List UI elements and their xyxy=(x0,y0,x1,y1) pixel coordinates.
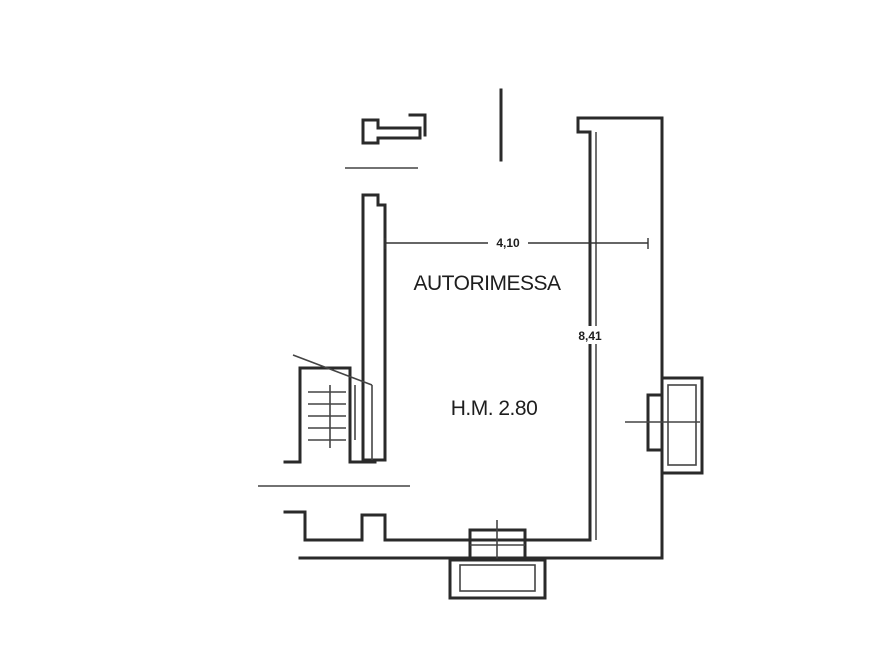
room-label: AUTORIMESSA xyxy=(414,272,561,295)
bottom-door xyxy=(448,520,547,600)
wall-stub-top-left xyxy=(345,113,427,169)
wall-right xyxy=(576,116,664,560)
staircase xyxy=(283,354,377,464)
wall-left xyxy=(361,193,387,462)
width-dimension: 4,10 xyxy=(384,234,649,250)
wall-bottom xyxy=(283,510,664,560)
length-dimension: 8,41 xyxy=(570,132,610,540)
height-label: H.M. 2.80 xyxy=(451,397,538,420)
right-window xyxy=(625,376,704,475)
width-dimension-label: 4,10 xyxy=(496,236,520,250)
length-dimension-label: 8,41 xyxy=(578,329,602,343)
